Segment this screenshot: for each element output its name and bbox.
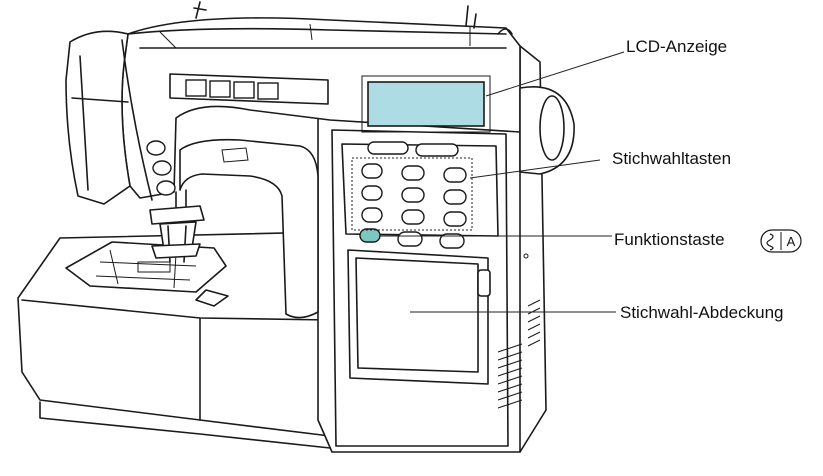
sewing-machine-illustration <box>17 1 575 453</box>
function-key-button <box>359 228 381 243</box>
stitch-key <box>443 167 467 183</box>
stitch-key <box>401 165 425 181</box>
stitch-key <box>401 209 425 225</box>
label-stitch-cover: Stichwahl-Abdeckung <box>620 303 783 322</box>
label-lcd-display: LCD-Anzeige <box>626 37 727 56</box>
stitch-key <box>439 233 465 249</box>
pattern-window-3 <box>233 81 255 99</box>
pattern-window-4 <box>257 82 279 100</box>
stitch-key <box>361 185 383 201</box>
lcd-screen <box>367 81 485 127</box>
left-button-2 <box>152 160 172 176</box>
stitch-selection-cover <box>347 249 489 385</box>
stitch-key-top-1 <box>367 141 409 155</box>
stitch-key <box>443 211 467 227</box>
side-vents <box>497 253 541 409</box>
left-button-3 <box>156 180 176 196</box>
left-button-1 <box>146 140 166 156</box>
cover-latch <box>477 269 491 297</box>
machine-head <box>65 30 131 205</box>
stitch-key <box>443 189 467 205</box>
lcd-callout-line <box>485 51 625 97</box>
label-function-key: Funktionstaste <box>614 230 725 249</box>
label-stitch-keys: Stichwahltasten <box>612 149 731 168</box>
stitch-keys-callout-line <box>469 159 601 179</box>
lcd-bezel <box>361 75 491 133</box>
stitch-pattern-icon <box>766 233 774 251</box>
pattern-window-1 <box>185 79 207 97</box>
stitch-key <box>397 231 423 247</box>
stitch-key <box>361 207 383 223</box>
stitch-keys-outline <box>351 157 473 231</box>
stitch-key <box>401 187 425 203</box>
pattern-window-2 <box>209 80 231 98</box>
function-key-badge-symbol: A <box>787 234 796 249</box>
arm-opening <box>179 138 319 319</box>
stitch-key <box>361 163 383 179</box>
stitch-key-top-2 <box>415 143 459 157</box>
stitch-selection-buttons <box>359 141 467 249</box>
function-key-badge: A <box>760 229 802 253</box>
